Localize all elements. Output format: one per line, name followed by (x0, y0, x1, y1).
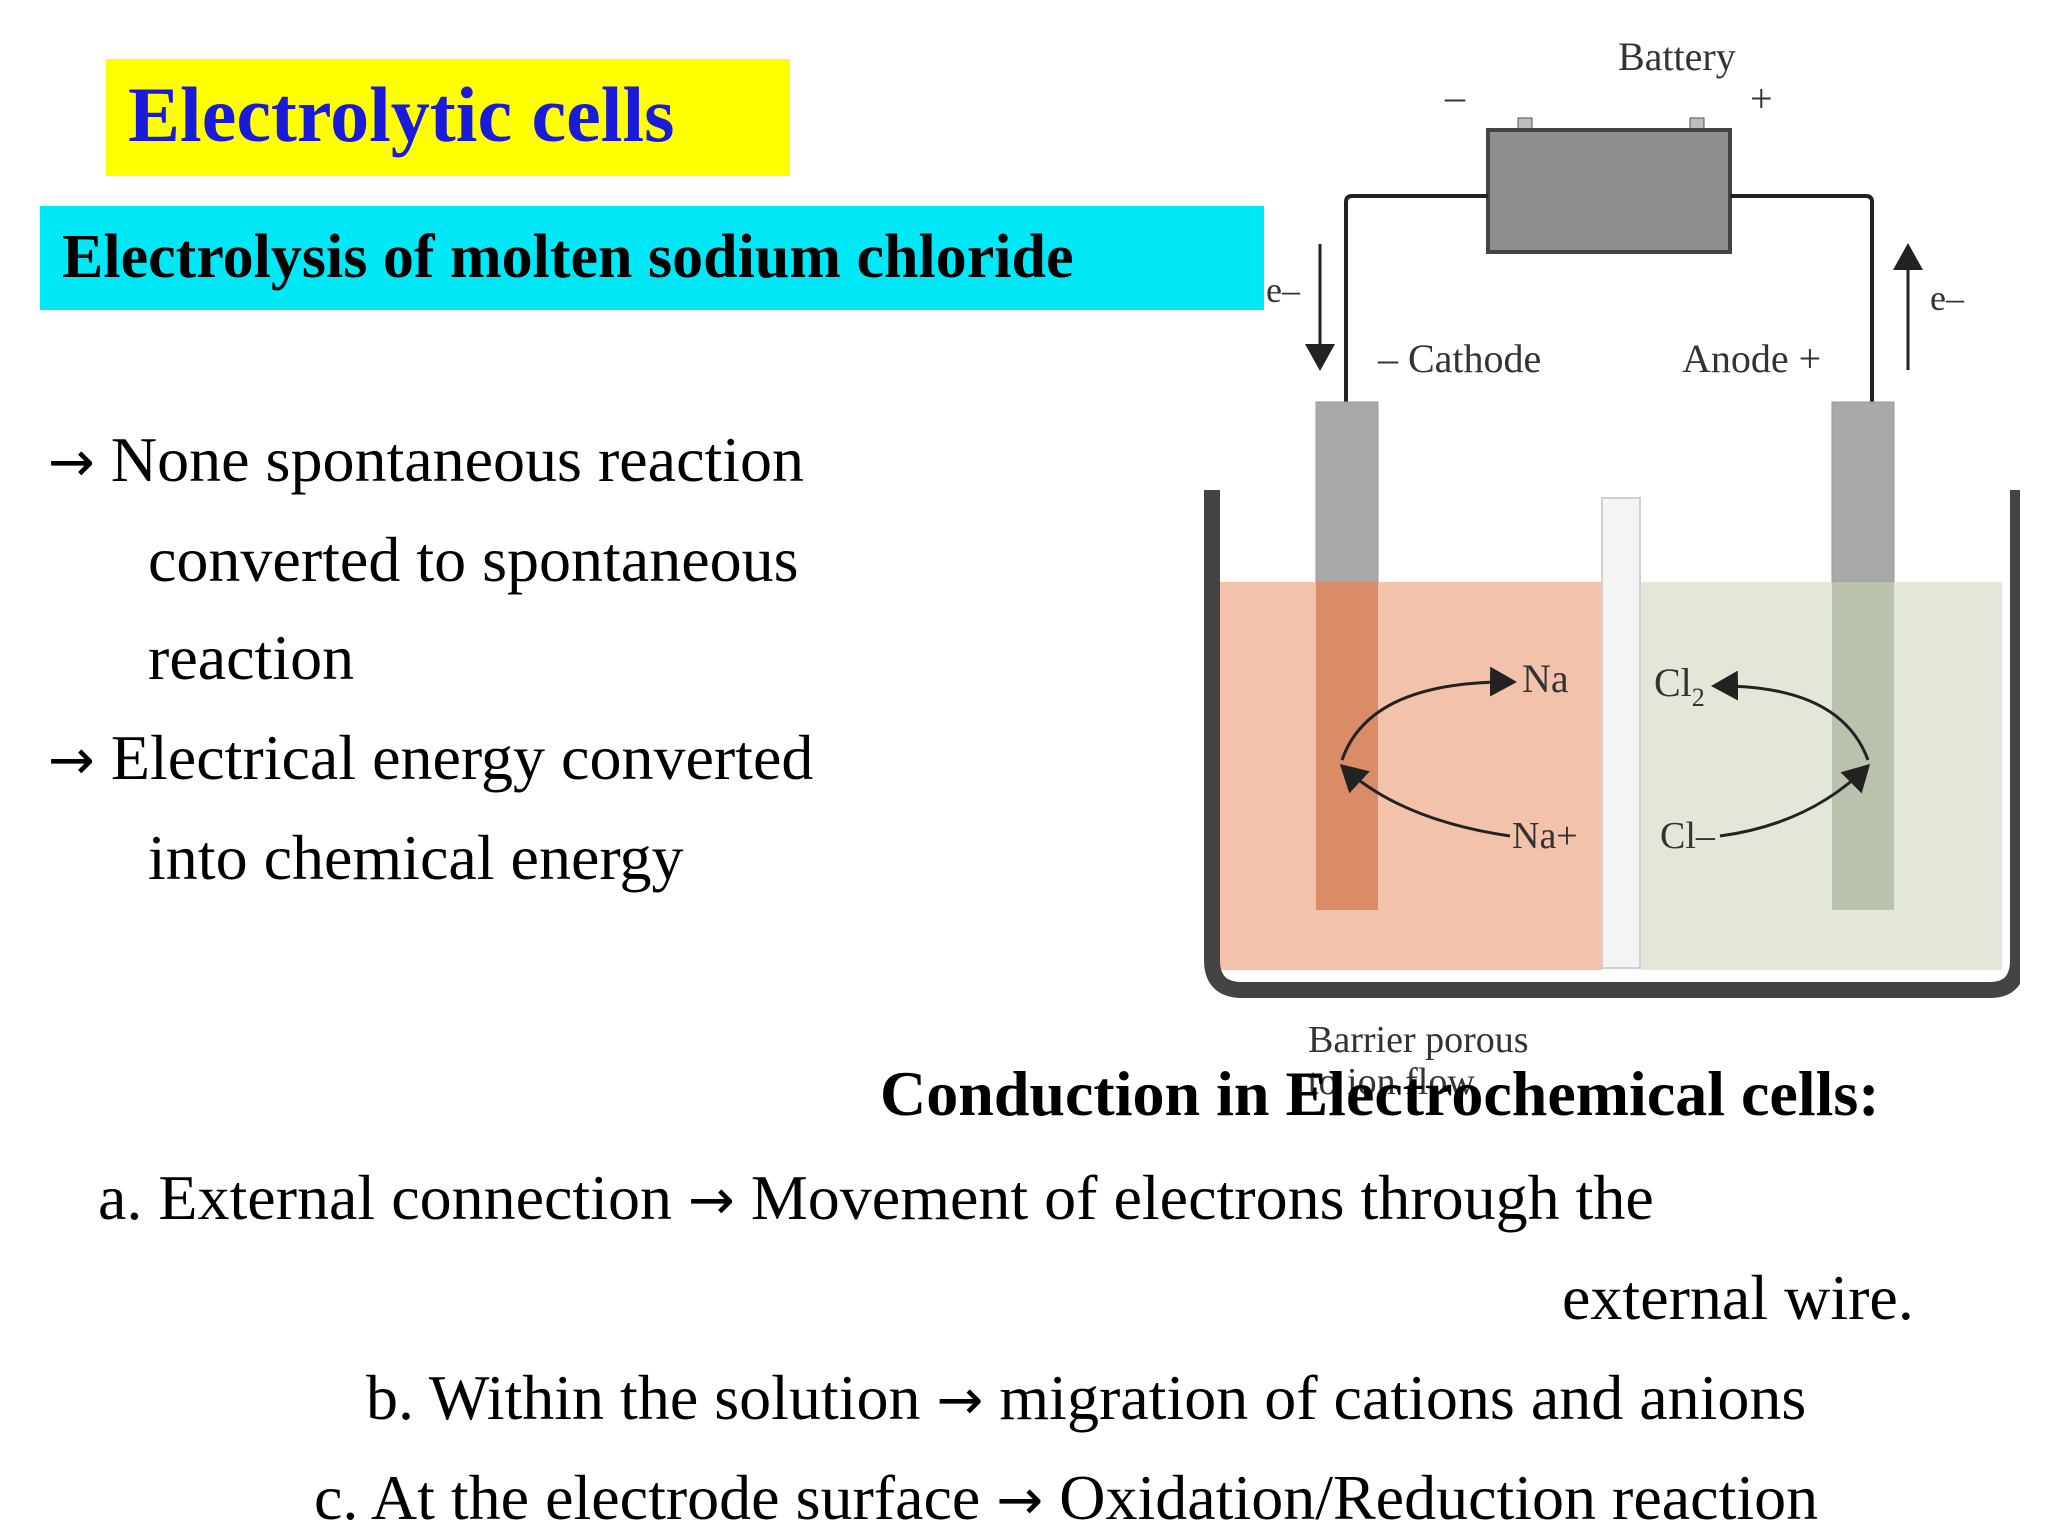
conduction-point-c: c. At the electrode surface → Oxidation/… (314, 1462, 1819, 1533)
subtitle-highlight (40, 206, 1264, 310)
point-2-line-1: → Electrical energy converted (48, 722, 814, 793)
arrow-icon: → (48, 430, 95, 495)
arrow-icon: → (687, 1168, 735, 1233)
arrow-icon: → (996, 1468, 1044, 1533)
battery-label: Battery (1618, 34, 1736, 79)
conduction-point-a-line-2: external wire. (1562, 1262, 1914, 1333)
title-highlight (106, 59, 790, 176)
barrier-label-line-2: to ion flow (1308, 1061, 1475, 1103)
sodium-ion-label: Na+ (1512, 815, 1578, 857)
wire-left (1344, 194, 1488, 402)
chloride-ion-label: Cl– (1660, 815, 1716, 857)
wire-right (1730, 194, 1874, 402)
electron-label-right: e– (1930, 278, 1965, 318)
porous-barrier (1601, 497, 1641, 969)
electrode-to-cl2-arrow (1711, 670, 1870, 761)
slide-title: Electrolytic cells (128, 71, 675, 158)
arrow-icon: → (936, 1368, 984, 1433)
slide-subtitle: Electrolysis of molten sodium chloride (62, 223, 1074, 291)
conduction-point-b: b. Within the solution → migration of ca… (366, 1362, 1807, 1433)
cathode-label: – Cathode (1377, 336, 1541, 381)
arrow-icon: → (48, 728, 95, 793)
anode-solution (1640, 582, 2002, 970)
battery-plus: + (1750, 76, 1773, 121)
cell-container (1204, 490, 2020, 998)
na-ion-to-electrode-arrow (1339, 763, 1511, 838)
conduction-point-a: a. External connection → Movement of ele… (98, 1162, 1654, 1233)
sodium-label: Na (1522, 656, 1569, 701)
point-1-line-2: converted to spontaneous (148, 524, 799, 595)
electrolysis-diagram: Battery – + e– e– – Cathode Anode + Na C… (1204, 34, 2020, 1103)
battery-minus: – (1444, 74, 1466, 119)
point-2-line-2: into chemical energy (148, 822, 684, 893)
anode-label: Anode + (1682, 336, 1821, 381)
chlorine-label: Cl2 (1654, 660, 1705, 712)
conduction-title: Conduction in Electrochemical cells: (880, 1058, 1880, 1129)
electron-label-left: e– (1266, 270, 1301, 310)
electrode-to-na-arrow (1340, 666, 1517, 761)
cathode-electrode-top (1315, 401, 1379, 583)
cathode-solution (1218, 582, 1602, 970)
point-1-line-1: → None spontaneous reaction (48, 424, 805, 495)
battery-icon (1486, 128, 1732, 254)
point-1-line-3: reaction (148, 622, 355, 693)
cl-ion-to-electrode-arrow (1719, 763, 1871, 838)
barrier-label-line-1: Barrier porous (1308, 1019, 1529, 1061)
anode-electrode-top (1831, 401, 1895, 583)
